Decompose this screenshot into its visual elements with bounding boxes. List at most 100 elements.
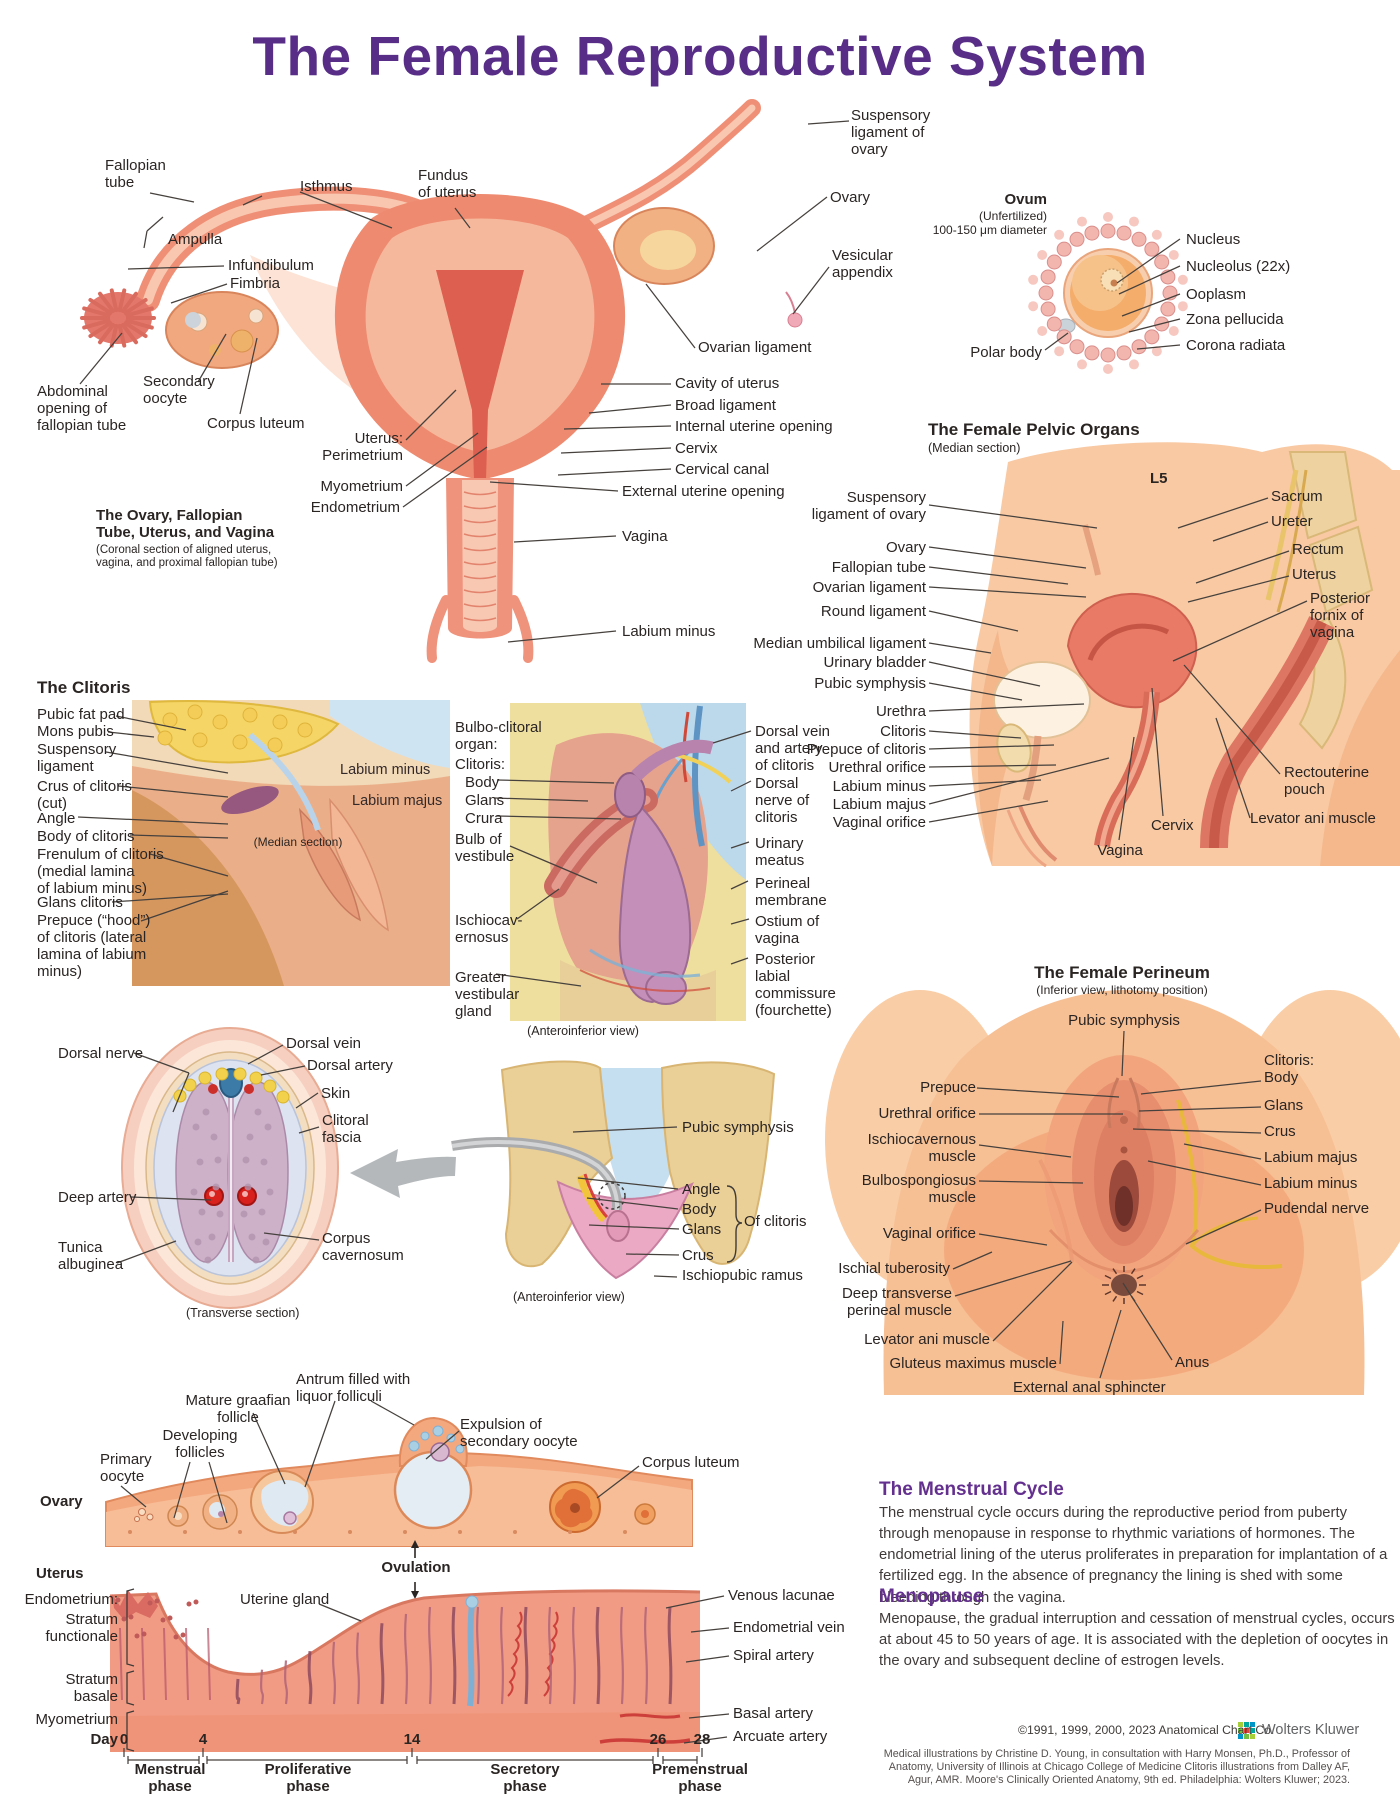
pelvic-organs-label-clitoris: Clitoris bbox=[880, 723, 926, 740]
anal-fold bbox=[1104, 1290, 1112, 1296]
fat-lobule bbox=[297, 722, 313, 738]
uterine-gland-streak bbox=[379, 1623, 385, 1705]
ovum-inset-label-ooplasm: Ooplasm bbox=[1186, 286, 1247, 303]
coronal-uterus-label-fallopian-tube: Fallopian tube bbox=[105, 157, 166, 191]
perineum-label-crus: Crus bbox=[1264, 1123, 1296, 1140]
fimbria-petal bbox=[82, 318, 111, 330]
pelvic-organs-label-ureter: Ureter bbox=[1271, 513, 1313, 530]
shed-lining-streak bbox=[119, 1627, 123, 1701]
pelvic-organs-leader-line bbox=[928, 566, 1069, 585]
myometrium-bracket bbox=[126, 1710, 135, 1752]
anal-fold bbox=[1104, 1274, 1112, 1280]
arrow-to-transverse bbox=[350, 1149, 456, 1198]
ovary-strip-leader-line bbox=[120, 1485, 147, 1508]
bones-anteroinferior-leader-line bbox=[572, 1126, 678, 1133]
vagina-ruga bbox=[463, 617, 497, 622]
illustration-ovary-strip bbox=[105, 1416, 693, 1599]
corona-radiata-cell bbox=[1131, 231, 1147, 247]
pelvic-organs-label-ovarian-ligament: Ovarian ligament bbox=[812, 579, 926, 596]
vagina-ruga bbox=[463, 603, 497, 608]
corona-radiata-cell bbox=[1037, 250, 1048, 260]
uterus-strip-leader-line bbox=[683, 1736, 728, 1744]
stroma-speck bbox=[623, 1530, 627, 1534]
pelvic-organs-leader-line bbox=[928, 661, 1041, 687]
pelvic-organs-leader-line bbox=[1118, 736, 1135, 841]
erectile-tissue-dot bbox=[242, 1156, 250, 1164]
perineum-label-clitoris-body: Clitoris: Body bbox=[1264, 1052, 1315, 1086]
clitoris-median-leader-line bbox=[107, 731, 155, 738]
corona-radiata-cell bbox=[1040, 269, 1056, 285]
fimbria-petal bbox=[88, 298, 113, 315]
pelvic-organs-leader-line bbox=[1187, 575, 1290, 603]
perineum-label-bulbospongiosus-muscle: Bulbospongiosus muscle bbox=[861, 1172, 976, 1206]
erectile-tissue-dot bbox=[244, 1183, 252, 1191]
pelvic-organs-label-vagina: Vagina bbox=[1097, 842, 1143, 859]
bones-anteroinferior-leader-line bbox=[653, 1275, 678, 1278]
pelvic-organs-label-levator-ani-muscle: Levator ani muscle bbox=[1250, 810, 1376, 827]
pelvic-organs-leader-line bbox=[928, 757, 1110, 805]
vagina-ruga bbox=[463, 519, 497, 524]
ovum-inset-label-zona-pellucida: Zona pellucida bbox=[1186, 311, 1284, 328]
footer-label-the-menstrual-cycle: The Menstrual Cycle bbox=[879, 1479, 1064, 1500]
clitoris-median-label-mons-pubis: Mons pubis bbox=[37, 723, 114, 740]
corona-radiata-cell bbox=[1116, 225, 1132, 241]
uterus-strip-label-menstrual-phase: Menstrual phase bbox=[134, 1761, 206, 1795]
illustration-clitoris-median bbox=[132, 700, 450, 986]
bones-anteroinferior-label-body: Body bbox=[682, 1201, 717, 1218]
bulbo-clitoral-label-dorsal-nerve-of-clitoris: Dorsal nerve of clitoris bbox=[755, 775, 810, 826]
anal-fold bbox=[1136, 1274, 1144, 1280]
menstrual-debris bbox=[154, 1598, 160, 1604]
pelvic-organs-leader-line bbox=[1212, 521, 1269, 542]
bones-anteroinferior-label-ischiopubic-ramus: Ischiopubic ramus bbox=[682, 1267, 803, 1284]
fat-lobule bbox=[192, 732, 208, 748]
perineum-label-gluteus-maximus-muscle: Gluteus maximus muscle bbox=[889, 1355, 1057, 1372]
uterine-gland-streak bbox=[307, 1651, 313, 1705]
corona-radiata-cell bbox=[1168, 326, 1179, 336]
fat-dot bbox=[249, 1071, 263, 1085]
bones-anteroinferior-leader-line bbox=[586, 1197, 679, 1210]
ovary-strip-label-antrum-filled-with-liquor-folliculi: Antrum filled with liquor folliculi bbox=[296, 1371, 411, 1405]
uterus-strip-label-uterine-gland: Uterine gland bbox=[240, 1591, 330, 1608]
vagina-ruga bbox=[463, 561, 497, 566]
perineum-leader-line bbox=[952, 1251, 993, 1270]
fimbria-petal bbox=[82, 306, 111, 318]
perineum-label-glans: Glans bbox=[1264, 1097, 1304, 1114]
corona-radiata-cell bbox=[1028, 274, 1039, 285]
coronal-uterus-label-uterus-perimetrium: Uterus: Perimetrium bbox=[322, 430, 403, 464]
ovum-inset-leader-line bbox=[1136, 344, 1181, 350]
pelvic-organs-leader-line bbox=[1172, 600, 1308, 662]
erectile-tissue-dot bbox=[258, 1208, 266, 1216]
pelvic-organs-label-rectouterine-pouch: Rectouterine pouch bbox=[1284, 764, 1370, 798]
coronal-uterus-leader-line bbox=[560, 447, 672, 454]
coronal-uterus-leader-line bbox=[146, 216, 164, 232]
stroma-speck bbox=[458, 1530, 462, 1534]
transverse-section-label-dorsal-vein: Dorsal vein bbox=[286, 1035, 362, 1052]
ovum-inset-label-ovum: Ovum bbox=[1004, 191, 1047, 208]
fat-lobule bbox=[272, 714, 288, 730]
uterus-strip-label-stratum-functionale: Stratum functionale bbox=[45, 1611, 118, 1645]
pelvic-organs-label-median-section: (Median section) bbox=[928, 441, 1021, 455]
bulbo-clitoral-label-ostium-of-vagina: Ostium of vagina bbox=[755, 913, 820, 947]
uterus-strip-label-14: 14 bbox=[403, 1731, 421, 1748]
footer-label-the-menstrual-cycle-occurs-during-the-repr: The menstrual cycle occurs during the re… bbox=[879, 1505, 1388, 1606]
pelvic-organs-leader-line bbox=[928, 504, 1098, 529]
ovary-strip-leader-line bbox=[596, 1465, 640, 1499]
illustration-ovum bbox=[1056, 248, 1153, 338]
uterus-strip-leader-line bbox=[318, 1603, 362, 1622]
coronal-uterus-leader-line bbox=[197, 333, 227, 383]
perineum-label-ischial-tuberosity: Ischial tuberosity bbox=[838, 1260, 950, 1277]
bones-anteroinferior-leader-line bbox=[577, 1177, 679, 1190]
clitoris-median-leader-line bbox=[140, 890, 229, 922]
erectile-tissue-dot bbox=[194, 1238, 202, 1246]
corona-radiata-cell bbox=[1056, 241, 1072, 257]
coronal-uterus-label-vesicular-appendix: Vesicular appendix bbox=[832, 247, 893, 281]
pelvic-organs-leader-line bbox=[928, 610, 1019, 632]
fat-lobule bbox=[212, 714, 228, 730]
clitoris-median-label-pubic-fat-pad: Pubic fat pad bbox=[37, 706, 125, 723]
perineum-leader-line bbox=[1059, 1320, 1064, 1365]
erectile-tissue-dot bbox=[248, 1233, 256, 1241]
corona-radiata-cell bbox=[1040, 301, 1056, 317]
pelvic-organs-leader-line bbox=[1183, 664, 1281, 775]
vagina-ruga bbox=[463, 589, 497, 594]
uterine-gland-streak bbox=[356, 1632, 360, 1705]
